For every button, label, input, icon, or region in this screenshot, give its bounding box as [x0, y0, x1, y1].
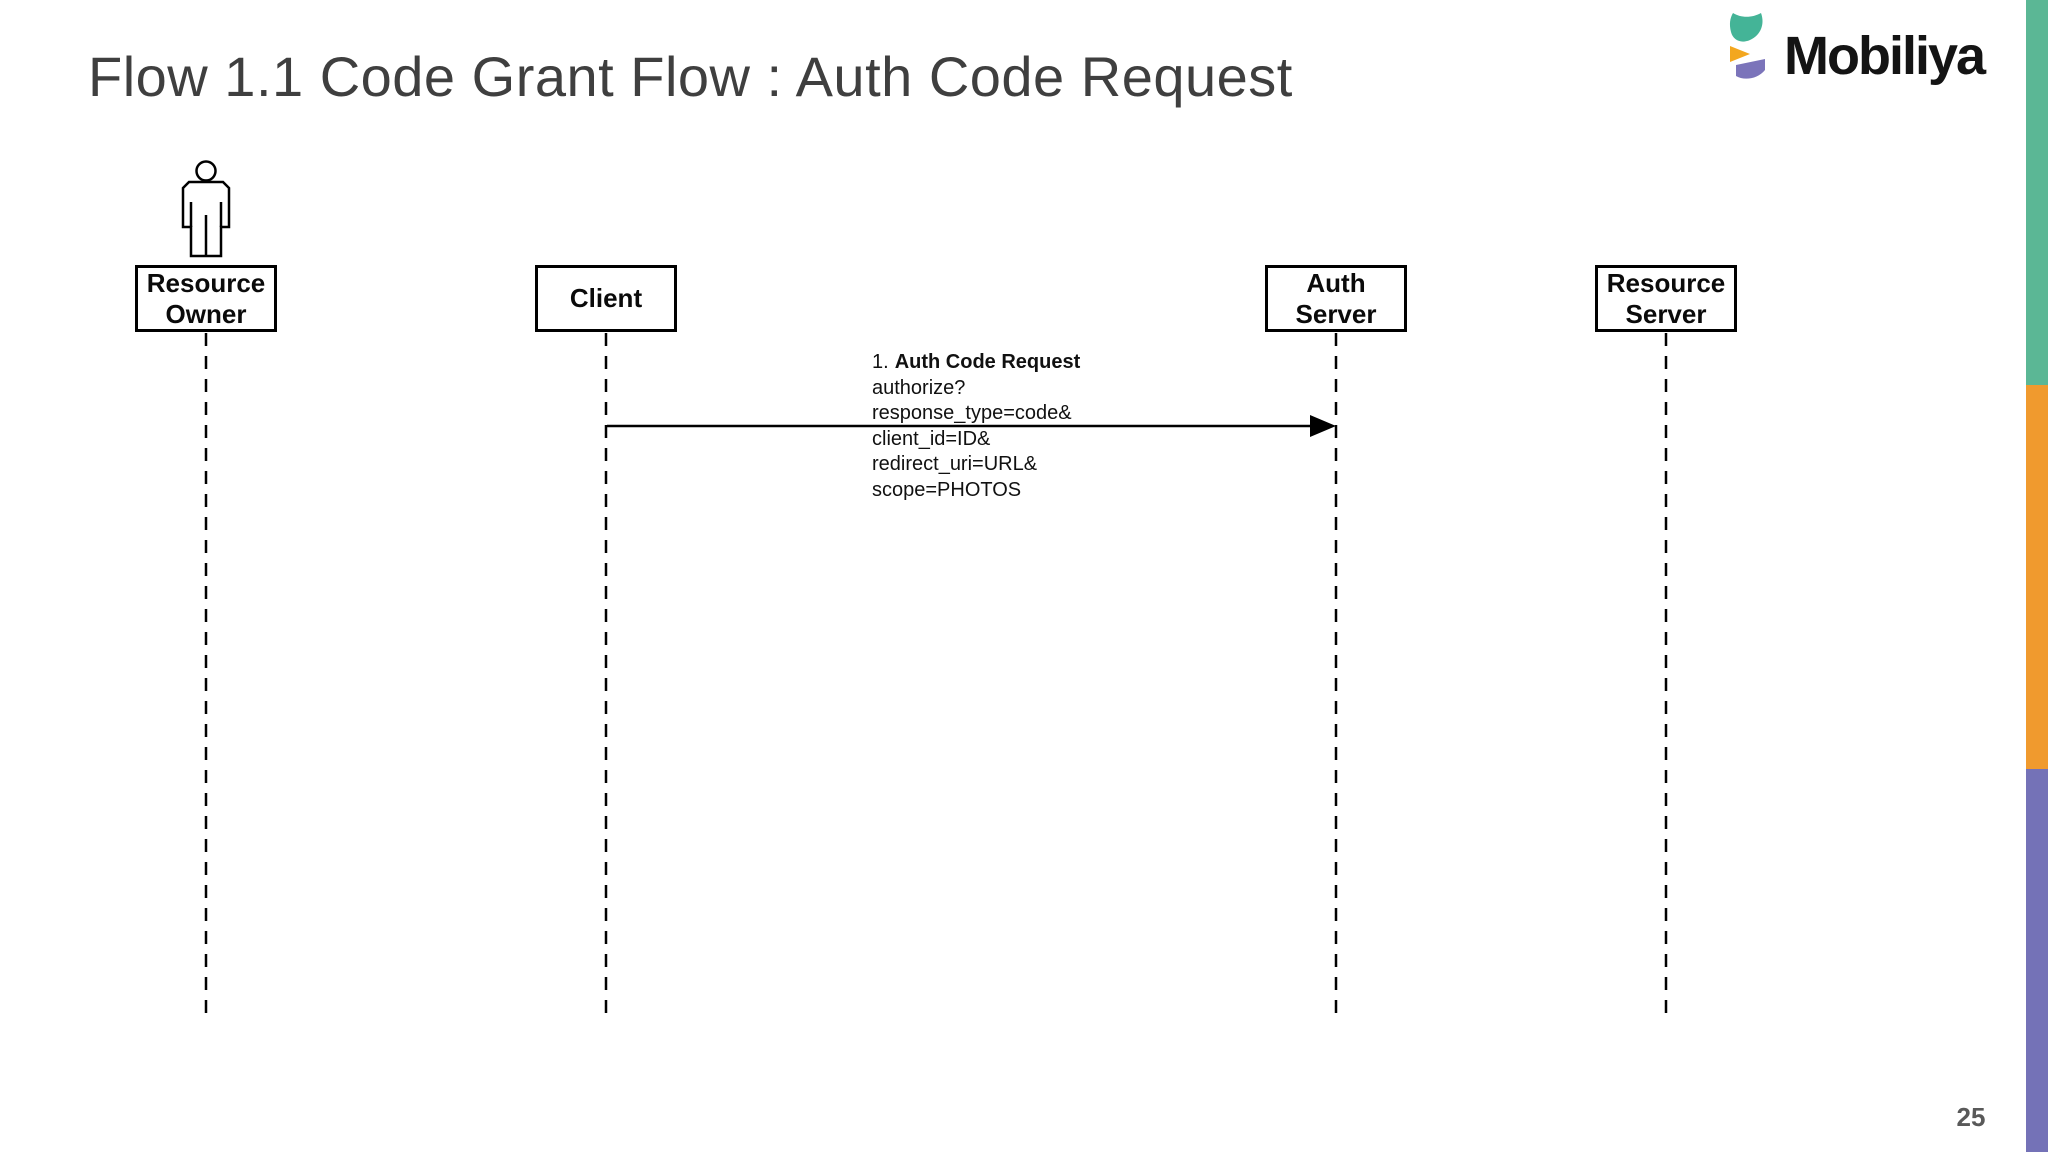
- actor-label-line: Auth: [1306, 267, 1366, 298]
- edge-bar-teal: [2026, 0, 2048, 385]
- person-icon: [181, 160, 231, 258]
- actor-auth-server: Auth Server: [1265, 265, 1407, 332]
- logo-swoosh-shape: [1736, 59, 1765, 79]
- edge-bar-orange: [2026, 385, 2048, 769]
- actor-resource-server: Resource Server: [1595, 265, 1737, 332]
- message-auth-code-request: 1.Auth Code Request authorize? response_…: [872, 350, 1152, 503]
- message-param: client_id=ID&: [872, 427, 991, 450]
- logo-leaf-shape: [1729, 13, 1763, 42]
- actor-resource-owner: Resource Owner: [135, 265, 277, 332]
- arrowhead-icon: [1310, 415, 1336, 437]
- actor-label-line: Client: [569, 283, 643, 313]
- slide-title: Flow 1.1 Code Grant Flow : Auth Code Req…: [88, 45, 1293, 108]
- actor-label-line: Resource: [146, 267, 266, 298]
- actor-label-line: Server: [1295, 298, 1377, 329]
- message-param: scope=PHOTOS: [872, 478, 1022, 501]
- message-param: redirect_uri=URL&: [872, 453, 1038, 475]
- edge-accent-bars: [2026, 0, 2048, 1152]
- mobiliya-logo-mark-icon: [1729, 13, 1765, 79]
- message-number: 1.: [872, 351, 889, 373]
- mobiliya-logo: Mobiliya: [1726, 8, 2016, 92]
- message-param: response_type=code&: [872, 402, 1072, 424]
- actor-label-line: Server: [1625, 298, 1707, 329]
- actor-client: Client: [535, 265, 677, 332]
- logo-triangle-shape: [1730, 46, 1750, 62]
- actor-label-line: Resource: [1606, 267, 1726, 298]
- actor-label-line: Owner: [165, 298, 247, 329]
- logo-wordmark: Mobiliya: [1784, 26, 1986, 86]
- message-param: authorize?: [872, 376, 966, 399]
- message-title-line: 1.Auth Code Request: [872, 350, 1152, 376]
- page-number: 25: [1956, 1102, 1986, 1132]
- edge-bar-purple: [2026, 769, 2048, 1152]
- message-title: Auth Code Request: [894, 351, 1081, 373]
